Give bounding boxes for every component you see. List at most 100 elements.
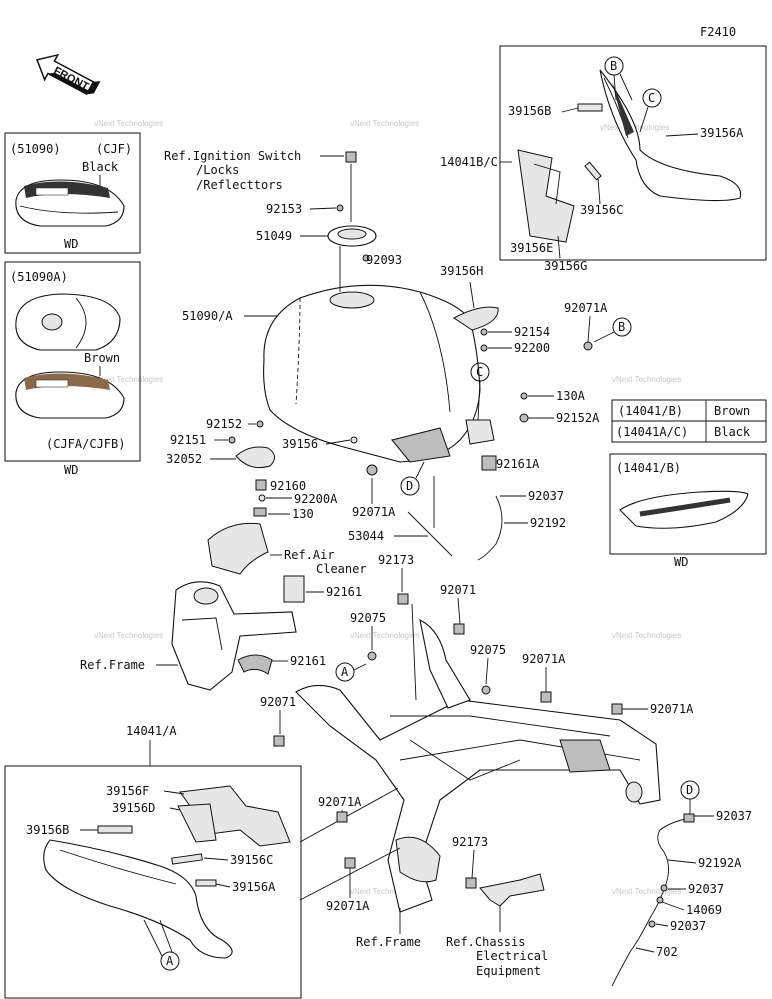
label-14041A: 14041/A [126, 724, 177, 738]
label-92037-r2: 92037 [688, 882, 724, 896]
label-39156B: 39156B [508, 104, 551, 118]
label-92192A: 92192A [698, 856, 742, 870]
watermark-text: vNext Technologies [612, 887, 681, 896]
label-ref-frame: Ref.Frame [80, 658, 145, 672]
fuel-tank-brown-icon [15, 371, 125, 419]
label-14069: 14069 [686, 903, 722, 917]
inset-14041B: (14041/B) WD [609, 453, 767, 569]
callout-B-label: B [610, 59, 617, 73]
tape-39156B [577, 103, 603, 112]
inset-footer: WD [674, 555, 688, 569]
label-92075-1: 92075 [350, 611, 386, 625]
label-39156E: 39156E [510, 241, 553, 255]
watermark-text: vNext Technologies [94, 375, 163, 384]
label-39156A-bottom: 39156A [232, 880, 276, 894]
pad-39156D [177, 803, 217, 843]
label-92173-bottom: 92173 [452, 835, 488, 849]
label-92152A: 92152A [556, 411, 600, 425]
inset-color: Black [82, 160, 119, 174]
front-frame [171, 575, 305, 691]
side-cover-panel [599, 69, 742, 202]
label-92173-top: 92173 [378, 553, 414, 567]
label-ref-ignition-3: /Reflecttors [196, 178, 283, 192]
label-92093: 92093 [366, 253, 402, 267]
label-53044: 53044 [348, 529, 384, 543]
tape-39156B-bottom [97, 825, 133, 834]
label-92037-r1: 92037 [716, 809, 752, 823]
watermark-text: vNext Technologies [94, 631, 163, 640]
label-92071A-top: 92071A [564, 301, 608, 315]
inset-footer: WD [64, 237, 78, 251]
hose-92192A [611, 817, 691, 987]
label-92071-left: 92071 [260, 695, 296, 709]
color-table-color: Black [714, 425, 751, 439]
inset-variant: (CJF) [96, 142, 132, 156]
label-51090A: 51090/A [182, 309, 233, 323]
inset-code: (14041/B) [616, 461, 681, 475]
inset-frame [4, 261, 141, 462]
label-92200: 92200 [514, 341, 550, 355]
inset-footer: WD [64, 463, 78, 477]
watermark-text: vNext Technologies [612, 375, 681, 384]
damper-92161-top [283, 575, 305, 603]
label-ref-air-2: Cleaner [316, 562, 367, 576]
front-arrow-icon: FRONT [36, 53, 101, 96]
damper-92161A [481, 455, 497, 471]
label-92161-1: 92161 [326, 585, 362, 599]
label-92192: 92192 [530, 516, 566, 530]
inset-51090A: (51090A) Brown (CJFA/CJFB) WD [4, 261, 141, 477]
label-39156B-bottom: 39156B [26, 823, 69, 837]
label-39156H: 39156H [440, 264, 483, 278]
watermark-text: vNext Technologies [350, 119, 419, 128]
fuel-cap-51049 [327, 225, 377, 247]
callout-D-label: D [406, 479, 413, 493]
tape-39156C-bottom [171, 853, 203, 865]
callout-A [160, 951, 180, 971]
label-92151: 92151 [170, 433, 206, 447]
inset-variant: (CJFA/CJFB) [46, 437, 125, 451]
label-32052: 32052 [166, 452, 202, 466]
label-39156C: 39156C [580, 203, 623, 217]
tape-39156C [584, 161, 602, 181]
callout-A-label: A [166, 954, 174, 968]
color-table-code: (14041/B) [618, 404, 683, 418]
bolt-ign [345, 151, 357, 163]
bracket-92173 [479, 873, 545, 907]
side-cover-panel-left [43, 839, 233, 959]
label-ref-air: Ref.Air [284, 548, 335, 562]
label-92161A: 92161A [496, 457, 540, 471]
watermark-text: vNext Technologies [350, 887, 419, 896]
label-ref-chassis-2: Electrical [476, 949, 548, 963]
label-39156C-bottom: 39156C [230, 853, 273, 867]
label-39156A: 39156A [700, 126, 744, 140]
watermark-text: vNext Technologies [612, 631, 681, 640]
label-92071A-mid: 92071A [352, 505, 396, 519]
bracket-32052 [235, 446, 275, 469]
callout-D-label: D [686, 783, 693, 797]
label-92037-r3: 92037 [670, 919, 706, 933]
callout-B [612, 317, 632, 337]
diagram-code: F2410 [700, 25, 736, 39]
inset-frame [499, 45, 767, 261]
label-39156D: 39156D [112, 801, 155, 815]
inset-color: Brown [84, 351, 120, 365]
label-ref-ignition-2: /Locks [196, 163, 239, 177]
air-cleaner-cover [207, 522, 269, 575]
label-702: 702 [656, 945, 678, 959]
fuel-tank-top-icon [15, 293, 121, 351]
label-92200A: 92200A [294, 492, 338, 506]
label-130: 130 [292, 507, 314, 521]
frame-bracket [419, 619, 471, 709]
label-92160: 92160 [270, 479, 306, 493]
label-130A: 130A [556, 389, 586, 403]
label-92153: 92153 [266, 202, 302, 216]
label-92071A-b2: 92071A [326, 899, 370, 913]
main-frame [295, 619, 661, 913]
inset-side-cover-14041A [4, 765, 302, 999]
label-92071-top: 92071 [440, 583, 476, 597]
watermark-text: vNext Technologies [94, 119, 163, 128]
color-table-color: Brown [714, 404, 750, 418]
label-ref-frame-2: Ref.Frame [356, 935, 421, 949]
callout-C-label: C [648, 91, 655, 105]
